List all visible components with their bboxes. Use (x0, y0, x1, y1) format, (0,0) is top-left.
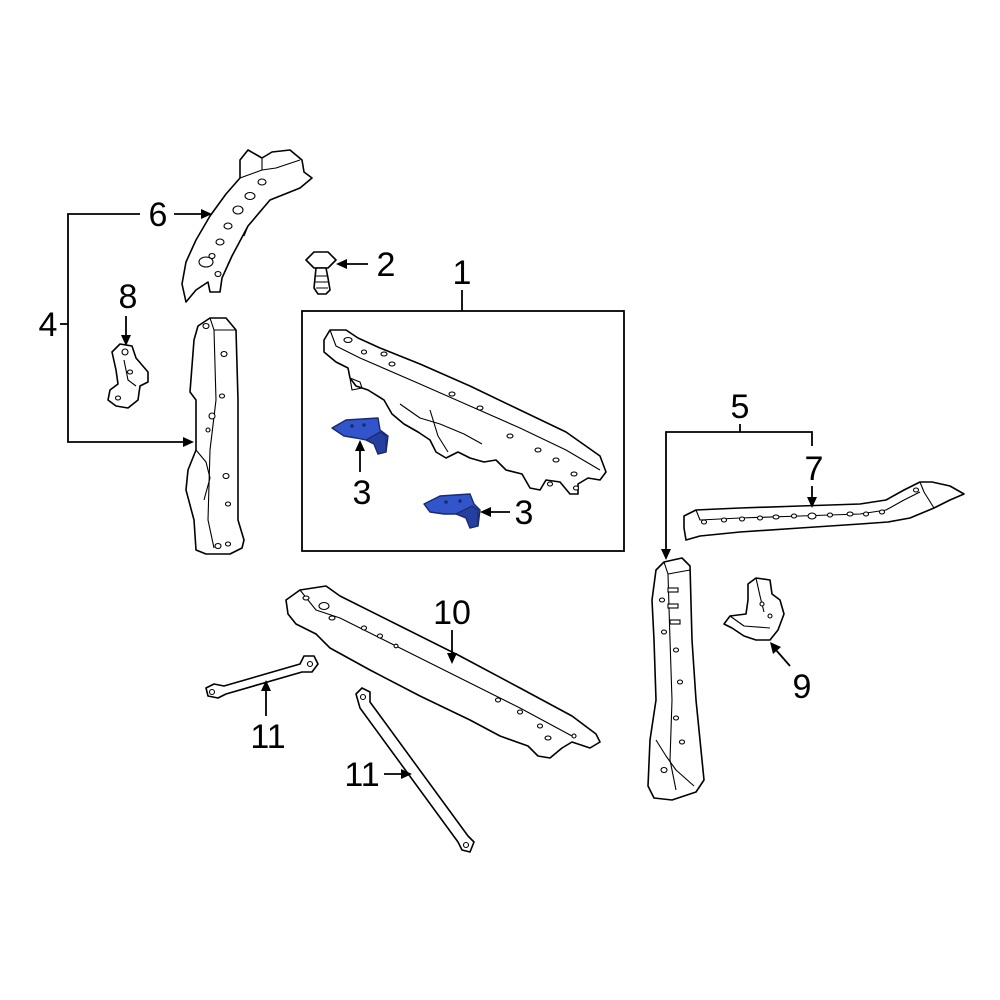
part-3-bracket-left[interactable] (331, 417, 389, 455)
callout-10: 10 (433, 594, 471, 632)
part-2-bolt[interactable] (305, 251, 337, 295)
part-8-bracket[interactable] (107, 343, 149, 409)
part-7-right-upper-reinforcement[interactable] (683, 481, 965, 541)
callout-3-right: 3 (515, 494, 534, 532)
arrow-3b (480, 507, 491, 517)
callout-3-left: 3 (353, 474, 372, 512)
part-9-bracket[interactable] (723, 577, 785, 641)
arrow-11b (401, 769, 412, 779)
arrow-11a (261, 680, 271, 691)
arrow-7 (807, 497, 817, 508)
callout-11-right: 11 (344, 756, 379, 794)
part-11-brace-left[interactable] (205, 655, 319, 699)
part-4-left-side-support[interactable] (185, 317, 245, 555)
callout-5: 5 (731, 388, 750, 426)
callout-11-left: 11 (250, 718, 285, 756)
part-3-bracket-right[interactable] (423, 493, 481, 529)
arrow-10 (447, 653, 457, 664)
part-11-brace-right[interactable] (355, 687, 475, 853)
arrow-6 (201, 209, 212, 219)
callout-6: 6 (149, 196, 168, 234)
leader-5 (665, 431, 813, 552)
callout-1: 1 (453, 254, 472, 292)
arrow-4 (183, 437, 194, 447)
callout-7: 7 (805, 450, 824, 488)
part-5-right-side-support[interactable] (647, 557, 705, 801)
arrow-9 (770, 642, 781, 654)
part-6-upper-reinforcement[interactable] (181, 149, 313, 303)
arrow-3a (355, 440, 365, 451)
arrow-2 (336, 259, 347, 269)
part-1-upper-tie-bar[interactable] (323, 329, 607, 495)
callout-9: 9 (793, 668, 812, 706)
part-10-lower-tie-bar[interactable] (285, 585, 601, 759)
leader-4 (67, 213, 184, 443)
callout-4: 4 (39, 306, 58, 344)
leader-9 (775, 649, 791, 667)
arrow-5 (661, 549, 671, 560)
arrow-8 (121, 335, 131, 346)
part-1-assembly-box (301, 310, 625, 552)
callout-8: 8 (119, 278, 138, 316)
callout-2: 2 (377, 246, 396, 284)
